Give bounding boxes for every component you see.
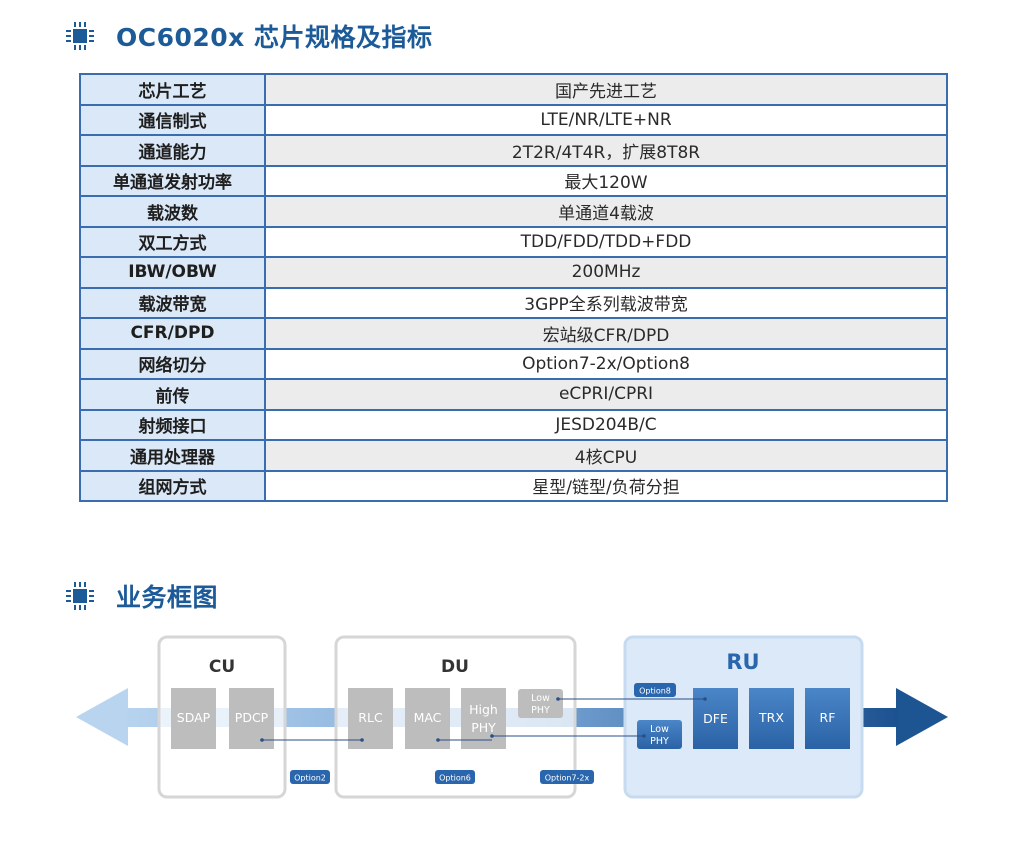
dfe-label: DFE [703, 711, 728, 726]
trx-label: TRX [758, 710, 784, 725]
ru-group [623, 635, 864, 799]
spec-key: 载波数 [79, 195, 266, 228]
low-phy-du-label-2: PHY [531, 705, 550, 716]
spec-value: 3GPP全系列载波带宽 [264, 286, 948, 319]
mac-label: MAC [414, 710, 442, 725]
spec-value: LTE/NR/LTE+NR [264, 103, 948, 136]
option7-label: Option7-2x [545, 774, 590, 783]
low-phy-du-label-1: Low [531, 693, 550, 704]
spec-value: Option7-2x/Option8 [264, 347, 948, 380]
diagram-title: 业务框图 [116, 583, 219, 612]
spec-key: 芯片工艺 [79, 73, 266, 106]
chip-icon [66, 582, 94, 610]
spec-value: 4核CPU [264, 439, 948, 472]
option6-label: Option6 [439, 774, 471, 783]
spec-value: eCPRI/CPRI [264, 378, 948, 411]
arrow-left-head [76, 688, 128, 746]
pdcp-label: PDCP [235, 710, 269, 725]
spec-key: 射频接口 [79, 408, 266, 441]
cu-label: CU [209, 657, 235, 677]
high-phy-label-1: High [469, 702, 498, 717]
section-header-diagram: 业务框图 [66, 578, 218, 614]
spec-key: CFR/DPD [79, 317, 266, 350]
spec-value: 单通道4载波 [264, 195, 948, 228]
option2-tag [290, 770, 330, 784]
arrow-right-head [896, 688, 948, 746]
rf-label: RF [820, 710, 836, 725]
du-label: DU [441, 657, 469, 677]
trx-block [749, 688, 794, 749]
page-title: OC6020x 芯片规格及指标 [116, 23, 433, 52]
option6-tag [435, 770, 475, 784]
sdap-block [171, 688, 216, 749]
business-diagram: CU SDAP PDCP DU RLC MAC High PHY Low PHY… [76, 635, 948, 799]
spec-key: 通用处理器 [79, 439, 266, 472]
spec-value: 2T2R/4T4R，扩展8T8R [264, 134, 948, 167]
option2-label: Option2 [294, 774, 326, 783]
connector-dot [490, 734, 494, 738]
connector-dot [436, 738, 440, 742]
spec-value: 星型/链型/负荷分担 [264, 469, 948, 502]
spec-value: 宏站级CFR/DPD [264, 317, 948, 350]
table-row: 芯片工艺国产先进工艺 [79, 73, 948, 106]
ru-label: RU [726, 650, 759, 674]
option8-label: Option8 [639, 687, 671, 696]
option8-tag [634, 683, 676, 697]
spec-key: 通信制式 [79, 103, 266, 136]
connector-dot [642, 734, 646, 738]
connector-dot [260, 738, 264, 742]
spec-value: JESD204B/C [264, 408, 948, 441]
spec-key: 组网方式 [79, 469, 266, 502]
dfe-block [693, 688, 738, 749]
spec-key: 前传 [79, 378, 266, 411]
low-phy-ru-label-1: Low [650, 724, 669, 735]
cu-group [157, 635, 287, 799]
spec-key: 网络切分 [79, 347, 266, 380]
mac-block [405, 688, 450, 749]
connector-dot [703, 697, 707, 701]
rlc-label: RLC [358, 710, 383, 725]
spec-key: 双工方式 [79, 225, 266, 258]
connector-dot [556, 697, 560, 701]
low-phy-du-block [518, 689, 563, 718]
table-row: 单通道发射功率最大120W [79, 164, 948, 197]
rf-block [805, 688, 850, 749]
chip-icon [66, 22, 94, 50]
low-phy-ru-block [637, 720, 682, 749]
section-header-specs: OC6020x 芯片规格及指标 [66, 18, 433, 54]
spec-value: 最大120W [264, 164, 948, 197]
table-row: 载波数单通道4载波 [79, 195, 948, 228]
pdcp-block [229, 688, 274, 749]
low-phy-ru-label-2: PHY [650, 736, 669, 747]
high-phy-label-2: PHY [471, 720, 496, 735]
sdap-label: SDAP [177, 710, 211, 725]
spec-key: 通道能力 [79, 134, 266, 167]
connector-dot [360, 738, 364, 742]
rlc-block [348, 688, 393, 749]
spec-key: 单通道发射功率 [79, 164, 266, 197]
high-phy-block [461, 688, 506, 749]
du-group [334, 635, 577, 799]
spec-value: TDD/FDD/TDD+FDD [264, 225, 948, 258]
spec-key: IBW/OBW [79, 256, 266, 289]
spec-value: 国产先进工艺 [264, 73, 948, 106]
spec-value: 200MHz [264, 256, 948, 289]
option7-tag [540, 770, 594, 784]
spec-key: 载波带宽 [79, 286, 266, 319]
table-row: 组网方式星型/链型/负荷分担 [79, 469, 948, 502]
